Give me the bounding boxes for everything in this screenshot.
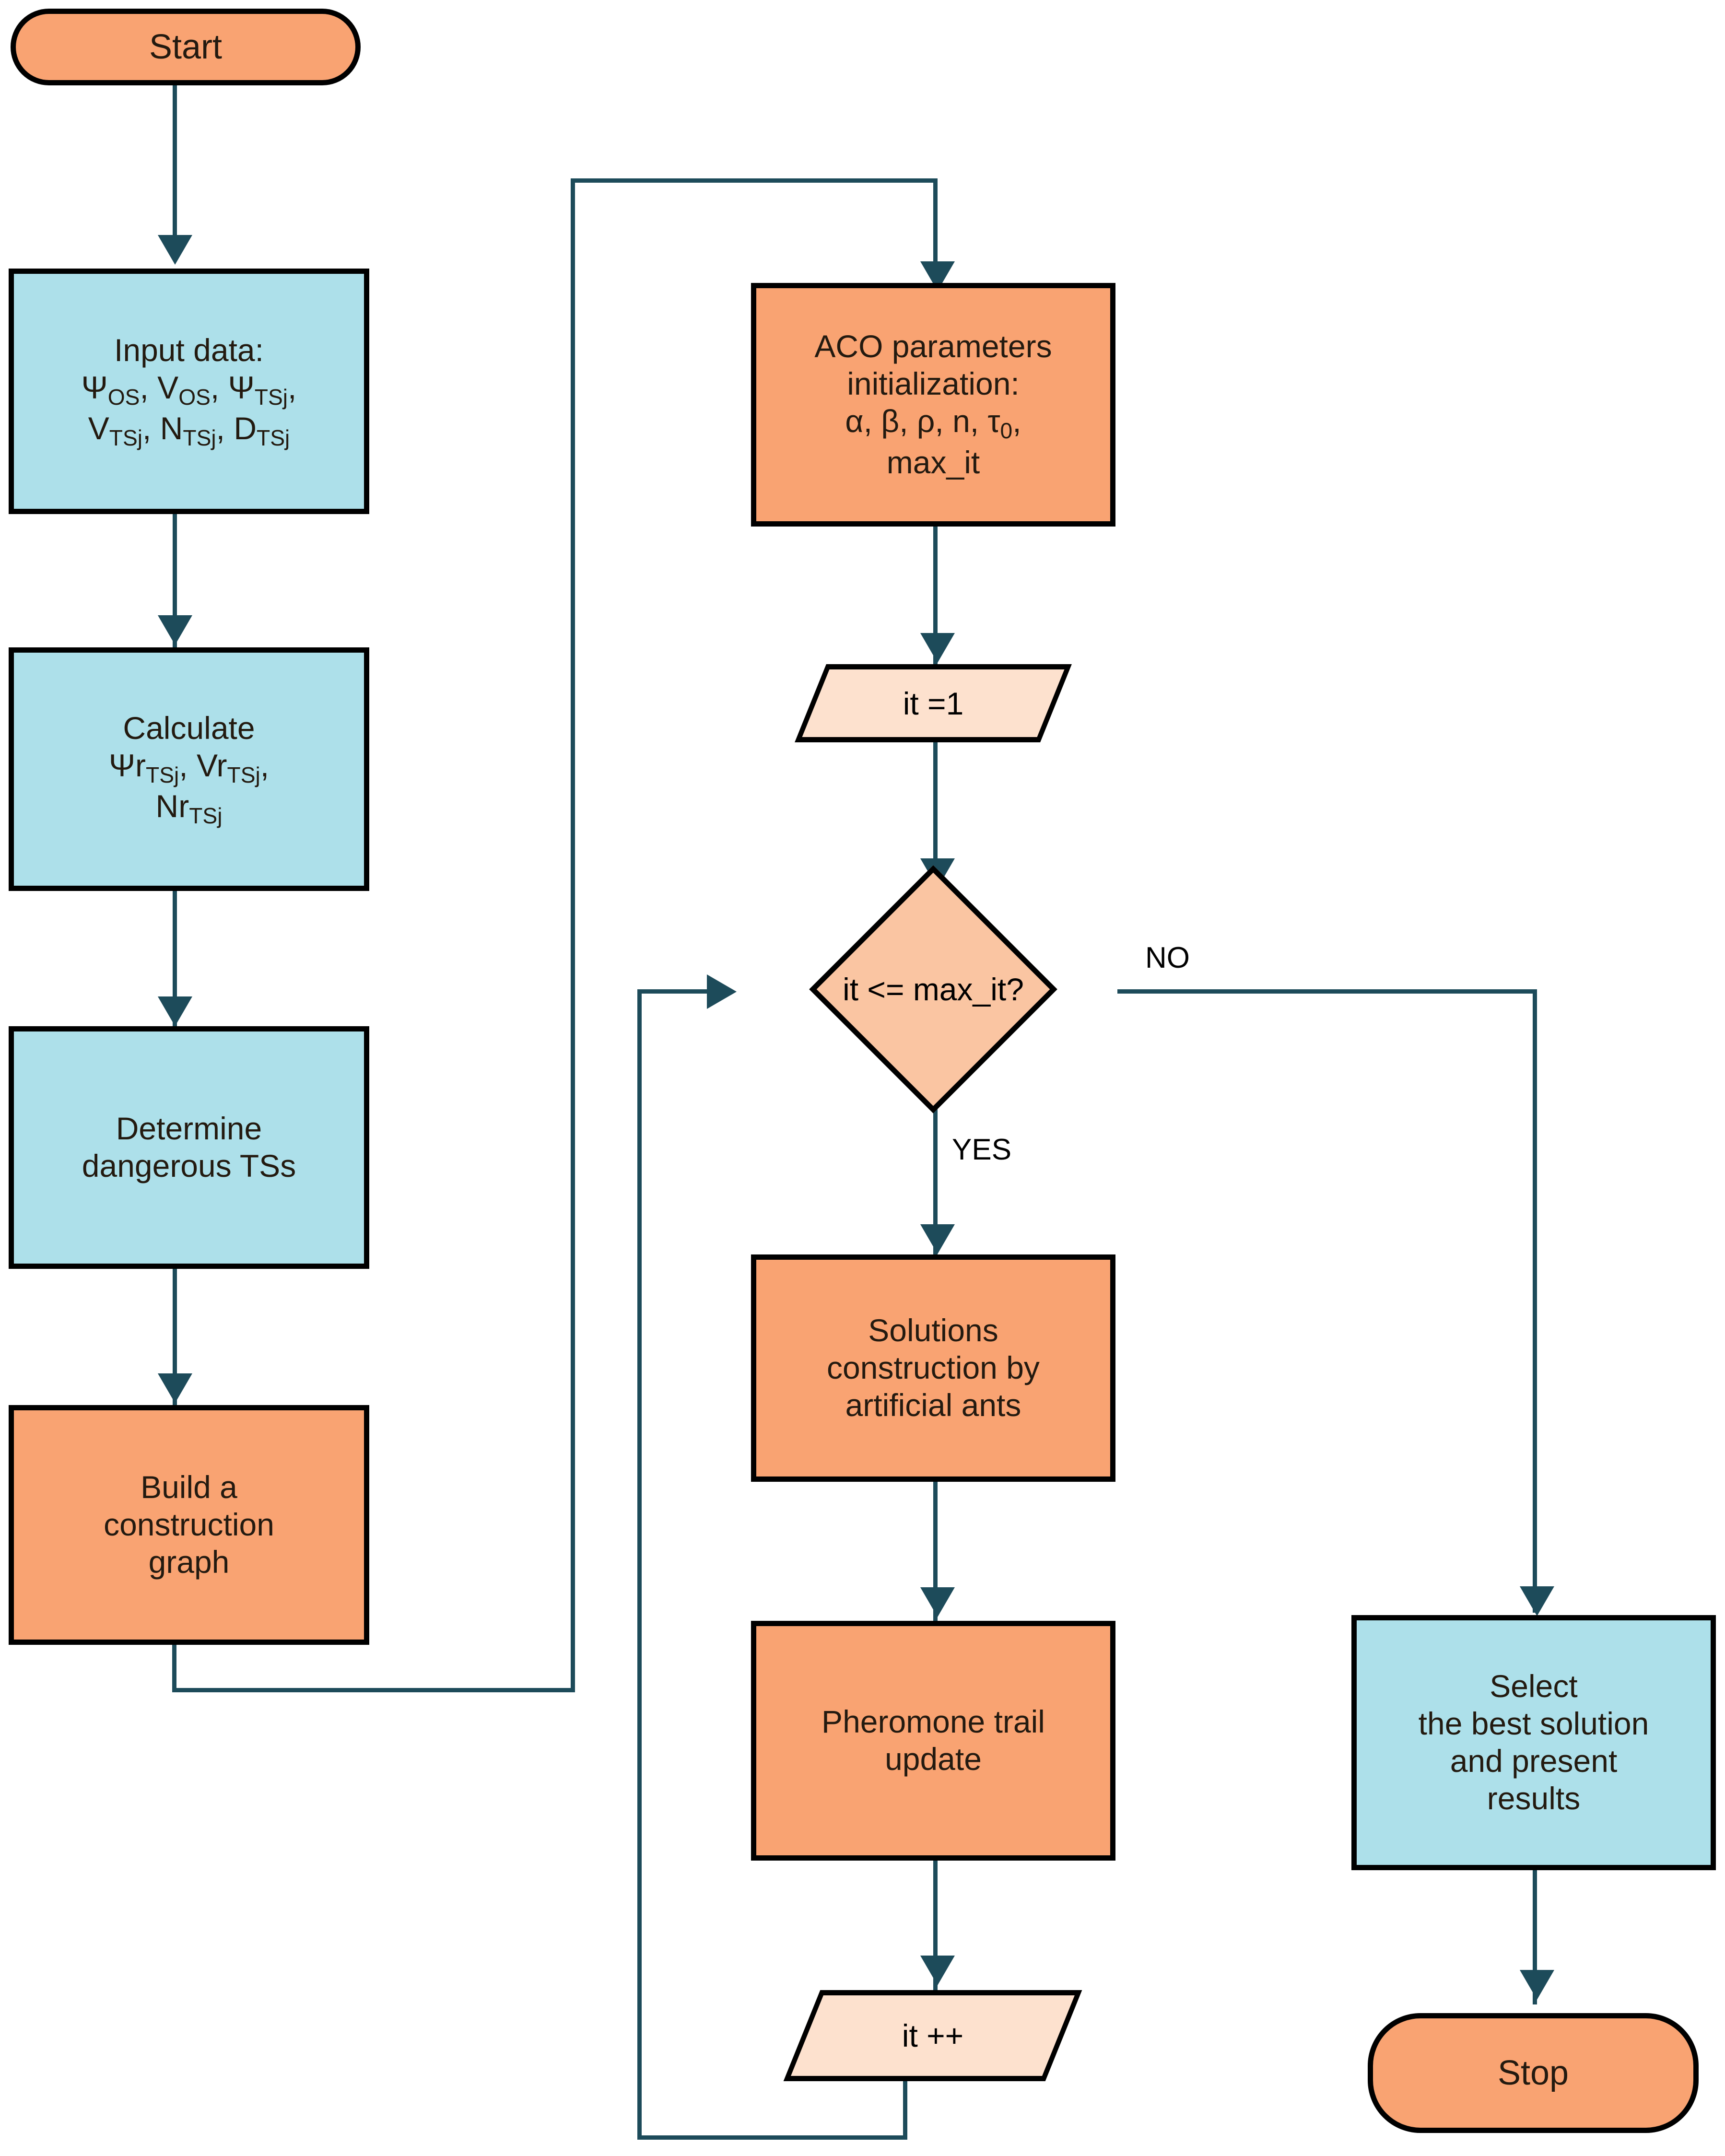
node-aco-line1: ACO parameters [814, 328, 1052, 364]
node-input-data[interactable]: Input data: ΨOS, VOS, ΨTSj, VTSj, NTSj, … [9, 269, 369, 514]
node-start[interactable]: Start [11, 9, 361, 85]
connector-loop-into-decision [637, 989, 711, 994]
node-stop-label: Stop [1497, 2053, 1569, 2092]
arrowhead-decision-left [707, 974, 737, 1009]
arrowhead-stop [1520, 1970, 1554, 2000]
arrowhead-pheromone [920, 1587, 955, 1617]
node-calculate[interactable]: Calculate ΨrTSj, VrTSj, NrTSj [9, 647, 369, 891]
connector-build-top-right [571, 178, 938, 183]
connector-calculate-to-determine [173, 891, 177, 1027]
node-aco-line2: initialization: [847, 366, 1020, 402]
node-start-label: Start [149, 27, 223, 66]
arrowhead-determine [158, 996, 192, 1026]
connector-determine-to-build [173, 1268, 177, 1407]
node-it-increment-label: it ++ [902, 2018, 964, 2053]
node-input-data-line3: VTSj, NTSj, DTSj [88, 410, 290, 450]
node-select-label: Select the best solution and present res… [1418, 1668, 1649, 1816]
arrowhead-select-best [1520, 1586, 1554, 1616]
connector-build-up [571, 178, 575, 1692]
node-aco-line3: α, β, ρ, n, τ0, [845, 403, 1021, 444]
arrowhead-input [158, 235, 192, 265]
connector-start-to-input [173, 85, 177, 240]
edge-label-no: NO [1145, 941, 1190, 974]
node-calculate-line1: Calculate [123, 710, 255, 746]
node-input-data-line1: Input data: [114, 332, 264, 368]
arrowhead-it-inc [920, 1956, 955, 1985]
node-build-construction-graph[interactable]: Build a construction graph [9, 1405, 369, 1645]
connector-build-right [172, 1688, 575, 1692]
node-determine-dangerous-ts[interactable]: Determine dangerous TSs [9, 1026, 369, 1269]
node-solutions-label: Solutions construction by artificial ant… [827, 1312, 1040, 1423]
arrowhead-calculate [158, 615, 192, 645]
edge-label-yes: YES [952, 1133, 1012, 1166]
connector-no-right [1117, 989, 1537, 994]
connector-loop-left [637, 2135, 907, 2140]
connector-loop-down [903, 2081, 907, 2140]
arrowhead-build [158, 1373, 192, 1403]
node-select-best-solution[interactable]: Select the best solution and present res… [1351, 1615, 1716, 1870]
connector-build-down [172, 1645, 176, 1692]
node-decision-label: it <= max_it? [843, 972, 1024, 1007]
connector-solutions-to-pheromone [933, 1482, 938, 1621]
connector-yes-down [933, 1098, 938, 1256]
connector-loop-up [637, 989, 642, 2139]
node-pheromone-update[interactable]: Pheromone trail update [751, 1621, 1115, 1861]
arrowhead-solutions [920, 1224, 955, 1254]
node-calculate-line3: NrTSj [155, 788, 223, 828]
node-aco-line4: max_it [886, 444, 980, 480]
connector-select-to-stop [1533, 1870, 1537, 2004]
connector-aco-to-it-init [933, 527, 938, 666]
node-pheromone-label: Pheromone trail update [821, 1704, 1045, 1777]
connector-no-down [1533, 989, 1537, 1613]
connector-input-to-calculate [173, 514, 177, 648]
node-build-label: Build a construction graph [104, 1469, 274, 1580]
arrowhead-it-init [920, 633, 955, 663]
node-input-data-line2: ΨOS, VOS, ΨTSj, [81, 369, 297, 410]
connector-pheromone-to-it-inc [933, 1861, 938, 1990]
node-determine-label: Determine dangerous TSs [82, 1111, 296, 1183]
connector-into-aco [933, 178, 938, 271]
node-aco-parameters-init[interactable]: ACO parameters initialization: α, β, ρ, … [751, 283, 1115, 527]
node-solutions-construction[interactable]: Solutions construction by artificial ant… [751, 1254, 1115, 1482]
node-calculate-line2: ΨrTSj, VrTSj, [108, 747, 270, 787]
node-stop[interactable]: Stop [1368, 2013, 1699, 2133]
connector-it-init-to-decision [933, 742, 938, 891]
node-it-init-label: it =1 [903, 685, 964, 721]
